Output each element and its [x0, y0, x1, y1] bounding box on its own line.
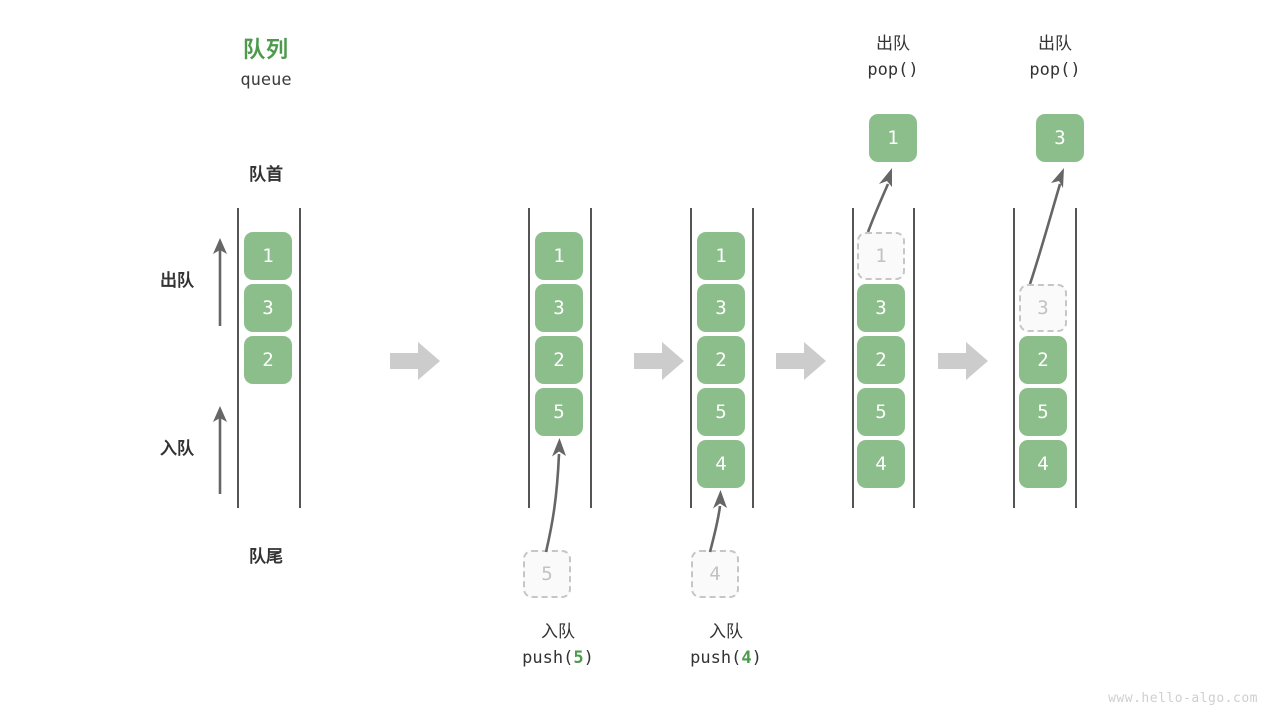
queue-cell: 2	[244, 336, 292, 384]
stage-op-label-push-5: 入队 push(5)	[468, 620, 648, 671]
queue-cell-removed: 1	[857, 232, 905, 280]
rail-left	[528, 208, 530, 508]
push-motion-arrow	[544, 438, 566, 553]
rail-left	[237, 208, 239, 508]
queue-cell: 4	[857, 440, 905, 488]
op-label-en: pop()	[965, 58, 1145, 84]
op-en-prefix: pop(	[867, 59, 909, 80]
pending-element: 5	[523, 550, 571, 598]
queue-cell: 1	[244, 232, 292, 280]
op-label-cn: 入队	[709, 622, 743, 642]
queue-cell: 3	[697, 284, 745, 332]
op-argument: 5	[573, 647, 584, 668]
flow-arrow	[390, 342, 440, 380]
op-label-en: pop()	[803, 58, 983, 84]
queue-cell: 3	[535, 284, 583, 332]
op-label-en: push(5)	[468, 646, 648, 672]
queue-cell: 3	[244, 284, 292, 332]
rail-right	[1075, 208, 1077, 508]
flow-arrow	[938, 342, 988, 380]
pop-motion-arrow	[1028, 168, 1064, 285]
queue-cell-empty	[1019, 232, 1067, 280]
flow-arrow	[634, 342, 684, 380]
queue-cell: 1	[535, 232, 583, 280]
stage-op-label-pop-3: 出队 pop()	[965, 32, 1145, 83]
op-en-prefix: push(	[522, 647, 574, 668]
popped-element: 1	[869, 114, 917, 162]
flow-arrow	[776, 342, 826, 380]
queue-cell: 2	[535, 336, 583, 384]
dequeue-direction-arrow	[213, 238, 227, 326]
op-en-suffix: )	[583, 647, 594, 668]
op-en-suffix: )	[751, 647, 762, 668]
rail-left	[852, 208, 854, 508]
op-label-cn: 出队	[1038, 34, 1072, 54]
queue-cell: 4	[1019, 440, 1067, 488]
op-en-suffix: )	[1070, 59, 1081, 80]
op-en-suffix: )	[908, 59, 919, 80]
queue-cell: 5	[857, 388, 905, 436]
push-motion-arrow	[708, 490, 727, 553]
popped-element: 3	[1036, 114, 1084, 162]
queue-cell: 3	[857, 284, 905, 332]
stage-op-label-push-4: 入队 push(4)	[636, 620, 816, 671]
diagram-title-en: queue	[240, 70, 292, 90]
queue-cell: 2	[697, 336, 745, 384]
rail-right	[913, 208, 915, 508]
op-en-prefix: pop(	[1029, 59, 1071, 80]
rail-right	[299, 208, 301, 508]
rail-right	[752, 208, 754, 508]
watermark: www.hello-algo.com	[1108, 691, 1258, 706]
rear-label: 队尾	[249, 547, 283, 567]
enqueue-side-label: 入队	[160, 439, 194, 459]
front-label: 队首	[249, 165, 283, 185]
diagram-title-cn: 队列	[242, 38, 289, 63]
enqueue-direction-arrow	[213, 406, 227, 494]
rail-left	[690, 208, 692, 508]
op-label-en: push(4)	[636, 646, 816, 672]
queue-cell: 2	[857, 336, 905, 384]
rail-right	[590, 208, 592, 508]
queue-cell: 1	[697, 232, 745, 280]
stage-op-label-pop-1: 出队 pop()	[803, 32, 983, 83]
op-label-cn: 入队	[541, 622, 575, 642]
dequeue-side-label: 出队	[160, 271, 194, 291]
op-en-prefix: push(	[690, 647, 742, 668]
queue-cell: 2	[1019, 336, 1067, 384]
op-label-cn: 出队	[876, 34, 910, 54]
queue-cell-new: 4	[697, 440, 745, 488]
pop-motion-arrow	[866, 168, 892, 233]
queue-cell: 5	[1019, 388, 1067, 436]
queue-cell: 5	[697, 388, 745, 436]
rail-left	[1013, 208, 1015, 508]
pending-element: 4	[691, 550, 739, 598]
op-argument: 4	[741, 647, 752, 668]
queue-cell-removed: 3	[1019, 284, 1067, 332]
queue-cell-new: 5	[535, 388, 583, 436]
